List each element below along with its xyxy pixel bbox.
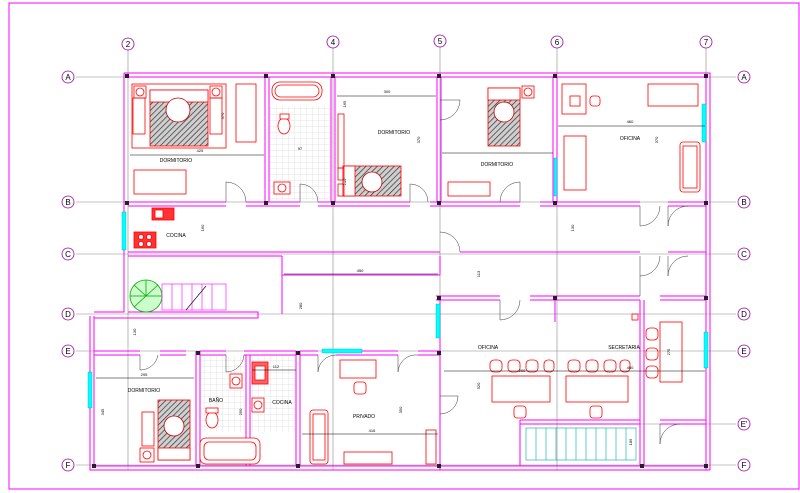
axis-bubbles-top — [121, 34, 713, 51]
windows — [87, 103, 709, 409]
spiral-stair — [129, 279, 163, 313]
dim-165: 165 — [342, 100, 347, 107]
dim-345: 345 — [100, 408, 105, 415]
dim-320: 320 — [476, 382, 481, 389]
dim-113: 113 — [476, 270, 481, 277]
axis-label-B-right: B — [741, 198, 746, 207]
room-label-secretaria: SECRETARIA — [608, 345, 640, 351]
dim-185: 185 — [628, 438, 633, 445]
privado-furniture — [309, 359, 437, 465]
dim-460a: 460 — [627, 119, 634, 124]
oficina-2-furniture — [489, 359, 555, 419]
axis-label-E-left: E — [65, 347, 70, 356]
dim-200b: 200 — [519, 368, 526, 373]
axis-label-D-right: D — [741, 310, 747, 319]
bath-bottom-fixtures — [199, 373, 261, 465]
door-swings — [139, 99, 689, 445]
dim-370a: 370 — [220, 112, 225, 119]
axis-label-F-right: F — [742, 461, 747, 470]
axis-label-E-right: E — [741, 347, 746, 356]
dim-275: 275 — [666, 348, 671, 355]
axis-bubbles-right — [737, 70, 751, 472]
room-label-dormitorio-4: DORMITORIO — [128, 388, 161, 394]
straight-stair — [161, 283, 227, 311]
bath-top-fixtures — [271, 81, 323, 195]
axis-label-2: 2 — [126, 40, 131, 49]
bottom-stair — [525, 427, 637, 461]
room-label-privado: PRIVADO — [353, 414, 375, 420]
dim-300: 300 — [384, 89, 391, 94]
dim-370b: 370 — [416, 136, 421, 143]
dormitorio-2-furniture — [337, 113, 402, 197]
sheet-frame — [8, 2, 800, 490]
secretaria-furniture — [565, 313, 683, 419]
room-label-dormitorio-3: DORMITORIO — [481, 162, 514, 168]
dormitorio-4-furniture — [139, 399, 191, 463]
dim-450: 450 — [357, 268, 364, 273]
axis-label-A-left: A — [65, 73, 71, 82]
dim-97: 97 — [298, 146, 303, 151]
columns — [92, 74, 708, 468]
dim-250: 250 — [238, 408, 243, 415]
dim-460b: 460 — [627, 365, 634, 370]
cocina-1-fixtures — [133, 207, 175, 249]
axis-label-C-right: C — [741, 250, 747, 259]
axis-label-4: 4 — [331, 38, 336, 47]
axis-label-F-left: F — [66, 461, 71, 470]
axis-label-B-left: B — [65, 198, 70, 207]
dim-370c: 370 — [654, 136, 659, 143]
axis-label-D-left: D — [65, 310, 71, 319]
dormitorio-1-furniture — [131, 83, 257, 195]
walls — [89, 72, 711, 471]
dim-350: 350 — [398, 406, 403, 413]
dim-130: 130 — [570, 224, 575, 231]
axis-label-5: 5 — [438, 37, 443, 46]
room-label-cocina-1: COCINA — [166, 233, 186, 239]
dim-112: 112 — [273, 364, 280, 369]
room-label-dormitorio-2: DORMITORIO — [378, 130, 411, 136]
axis-label-7: 7 — [704, 38, 709, 47]
oficina-1-furniture — [561, 83, 701, 193]
dormitorio-3-furniture — [447, 85, 535, 197]
axis-bubbles-left — [61, 70, 75, 472]
axis-label-6: 6 — [555, 38, 560, 47]
room-label-oficina-1: OFICINA — [620, 136, 641, 142]
cocina-2-fixtures — [251, 361, 269, 413]
dim-425: 425 — [197, 148, 204, 153]
room-label-oficina-2: OFICINA — [478, 345, 499, 351]
dim-295: 295 — [141, 372, 148, 377]
dim-130b: 130 — [132, 328, 137, 335]
dim-416: 416 — [369, 428, 376, 433]
axis-label-A-right: A — [741, 73, 747, 82]
dim-160: 160 — [200, 224, 205, 231]
axis-label-E2-right: E' — [741, 420, 748, 429]
room-label-dormitorio-1: DORMITORIO — [160, 158, 193, 164]
dim-200a: 200 — [342, 178, 347, 185]
axis-label-C-left: C — [65, 250, 71, 259]
room-label-cocina-2: COCINA — [272, 400, 292, 406]
dim-280: 280 — [298, 302, 303, 309]
room-label-bano: BAÑO — [209, 397, 223, 404]
